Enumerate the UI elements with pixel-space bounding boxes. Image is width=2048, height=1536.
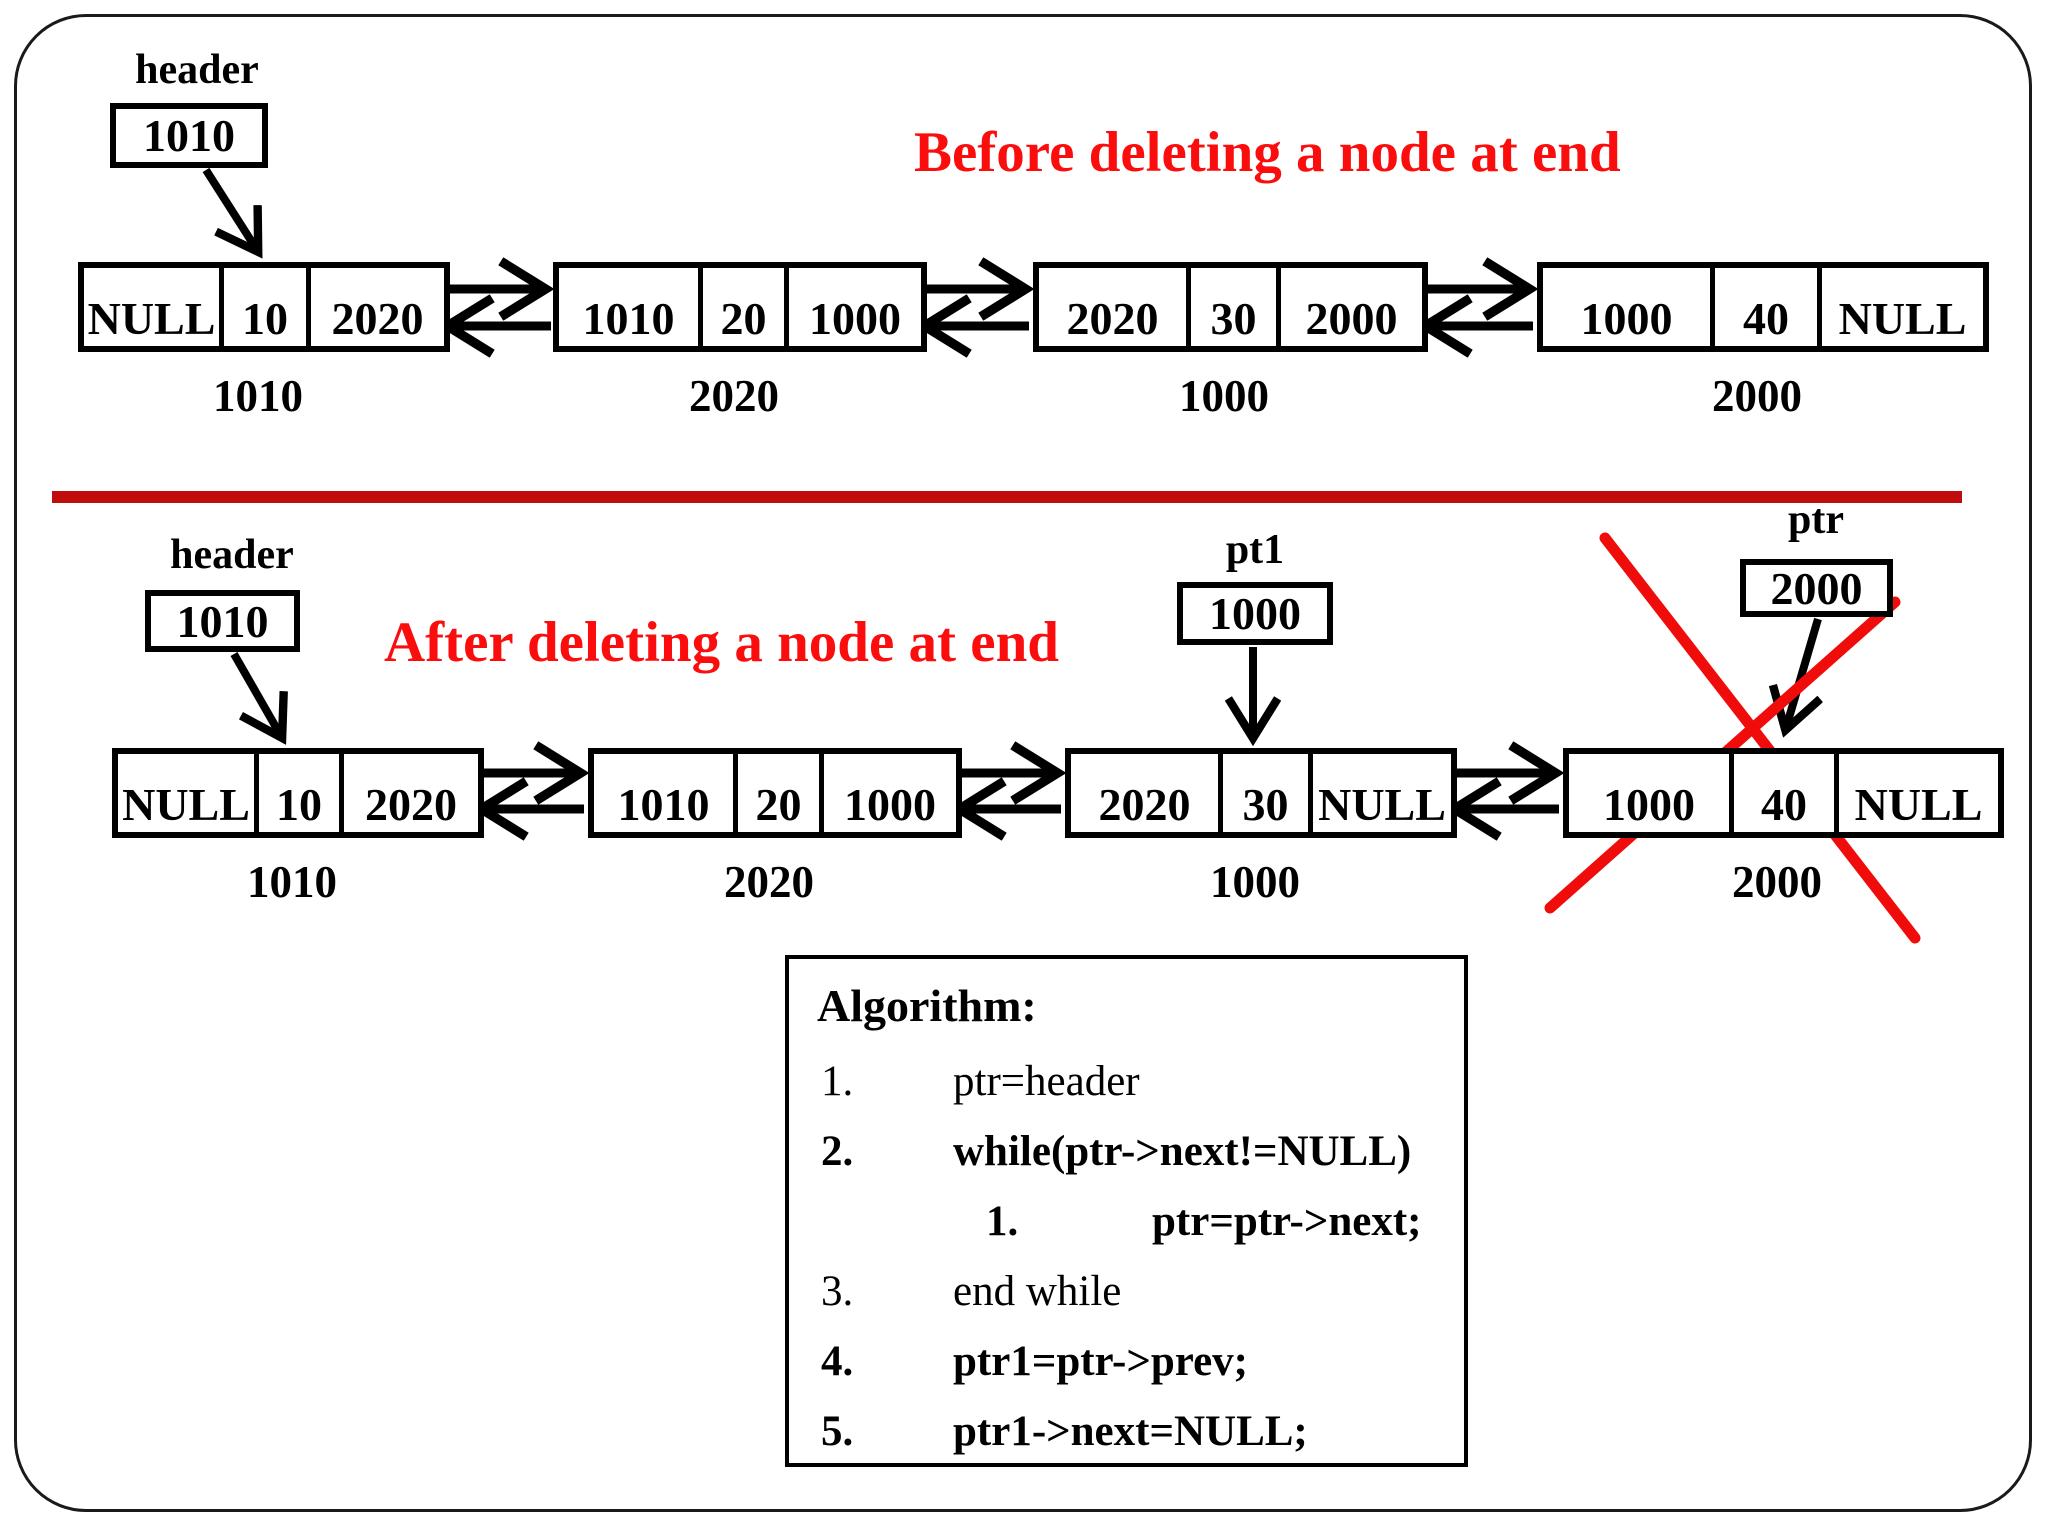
after-node-1-address: 1010 (247, 857, 337, 907)
data-cell: 20 (733, 754, 819, 832)
line-number: 4. (821, 1338, 854, 1385)
line-number: 1. (821, 1058, 854, 1105)
algorithm-title: Algorithm: (817, 980, 1037, 1031)
next-pointer-cell: NULL (1308, 754, 1451, 832)
data-cell: 30 (1218, 754, 1308, 832)
line-statement: while(ptr->next!=NULL) (953, 1128, 1412, 1175)
line-number: 3. (821, 1268, 854, 1315)
prev-pointer-cell: 1000 (1603, 779, 1695, 830)
next-pointer-cell: 1000 (819, 754, 956, 832)
next-pointer-cell: NULL (1817, 268, 1983, 346)
line-number: 1. (986, 1198, 1019, 1245)
next-pointer-cell: 1000 (784, 268, 921, 346)
before-node-1: NULL 10 2020 (78, 262, 450, 352)
data-cell: 40 (1729, 754, 1834, 832)
after-node-2: 1010 20 1000 (588, 748, 962, 838)
algorithm-line-2: 2. while(ptr->next!=NULL) (789, 1127, 1464, 1187)
after-node-3: 2020 30 NULL (1065, 748, 1457, 838)
algorithm-line-5: 5. ptr1->next=NULL; (789, 1407, 1464, 1467)
next-pointer-cell: NULL (1834, 754, 1998, 832)
prev-pointer-cell: 2020 (1098, 779, 1191, 830)
next-pointer-cell: 2020 (339, 754, 478, 832)
prev-pointer-cell: 1010 (617, 779, 710, 830)
before-header-box: 1010 (110, 103, 268, 168)
before-header-label: header (135, 47, 259, 93)
next-pointer-cell: 2020 (306, 268, 444, 346)
prev-pointer-cell: 1010 (582, 293, 675, 344)
line-statement: ptr1->next=NULL; (953, 1408, 1308, 1455)
after-header-label: header (170, 532, 294, 578)
line-number: 5. (821, 1408, 854, 1455)
algorithm-line-3: 3. end while (789, 1267, 1464, 1327)
line-statement: ptr=ptr->next; (1152, 1198, 1422, 1245)
data-cell: 40 (1710, 268, 1817, 346)
pt1-box: 1000 (1177, 582, 1333, 645)
after-node-2-address: 2020 (724, 857, 814, 907)
before-node-4-address: 2000 (1712, 371, 1802, 421)
line-number: 2. (821, 1128, 854, 1175)
line-statement: end while (953, 1268, 1122, 1315)
before-node-2: 1010 20 1000 (553, 262, 927, 352)
before-node-2-address: 2020 (689, 371, 779, 421)
line-statement: ptr1=ptr->prev; (953, 1338, 1248, 1385)
prev-pointer-cell: 1000 (1580, 293, 1673, 344)
after-node-1: NULL 10 2020 (112, 748, 484, 838)
next-pointer-cell: 2000 (1276, 268, 1422, 346)
ptr-box: 2000 (1740, 559, 1893, 617)
prev-pointer-cell: 2020 (1066, 293, 1159, 344)
data-cell: 20 (698, 268, 784, 346)
after-node-4-address: 2000 (1732, 857, 1822, 907)
before-node-1-address: 1010 (213, 371, 303, 421)
after-title: After deleting a node at end (384, 611, 1059, 674)
before-node-4: 1000 40 NULL (1537, 262, 1989, 352)
before-node-3: 2020 30 2000 (1033, 262, 1428, 352)
after-header-box: 1010 (145, 590, 300, 652)
algorithm-line-2-1: 1. ptr=ptr->next; (789, 1197, 1464, 1257)
algorithm-line-4: 4. ptr1=ptr->prev; (789, 1337, 1464, 1397)
before-node-3-address: 1000 (1179, 371, 1269, 421)
after-node-4-deleted: 1000 40 NULL (1563, 748, 2004, 838)
ptr-label: ptr (1788, 497, 1844, 543)
data-cell: 10 (219, 268, 306, 346)
before-title: Before deleting a node at end (914, 121, 1621, 184)
data-cell: 30 (1186, 268, 1276, 346)
prev-pointer-cell: NULL (122, 779, 250, 830)
data-cell: 10 (254, 754, 339, 832)
prev-pointer-cell: NULL (87, 293, 216, 344)
slide-border (14, 14, 2032, 1512)
algorithm-line-1: 1. ptr=header (789, 1057, 1464, 1117)
algorithm-box: Algorithm: 1. ptr=header 2. while(ptr->n… (785, 955, 1468, 1467)
pt1-label: pt1 (1225, 527, 1285, 573)
after-node-3-address: 1000 (1210, 857, 1300, 907)
line-statement: ptr=header (953, 1058, 1140, 1105)
